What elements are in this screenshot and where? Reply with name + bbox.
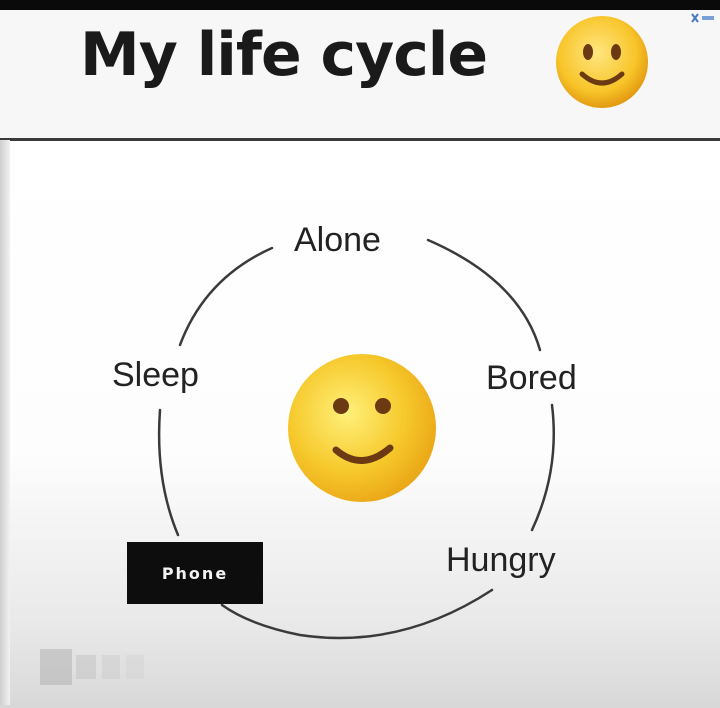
arc-bored-to-hungry — [530, 403, 555, 532]
watermark-logo — [40, 649, 144, 685]
page-title: My life cycle — [80, 20, 488, 90]
corner-mark-icon — [691, 13, 714, 23]
panel-edge-shadow — [0, 140, 10, 705]
cycle-node-phone: Phone — [127, 542, 263, 604]
top-border-bar — [0, 0, 720, 10]
arc-hungry-to-phone — [220, 588, 494, 640]
smiling-face-icon — [288, 354, 436, 502]
cycle-node-hungry: Hungry — [446, 541, 556, 579]
arc-alone-to-bored — [426, 238, 542, 352]
cycle-node-bored: Bored — [486, 359, 577, 397]
cycle-node-alone: Alone — [294, 221, 381, 259]
arc-phone-to-sleep — [157, 408, 180, 537]
slightly-smiling-face-icon — [556, 16, 648, 108]
arc-sleep-to-alone — [178, 246, 274, 347]
cycle-node-sleep: Sleep — [112, 356, 199, 394]
